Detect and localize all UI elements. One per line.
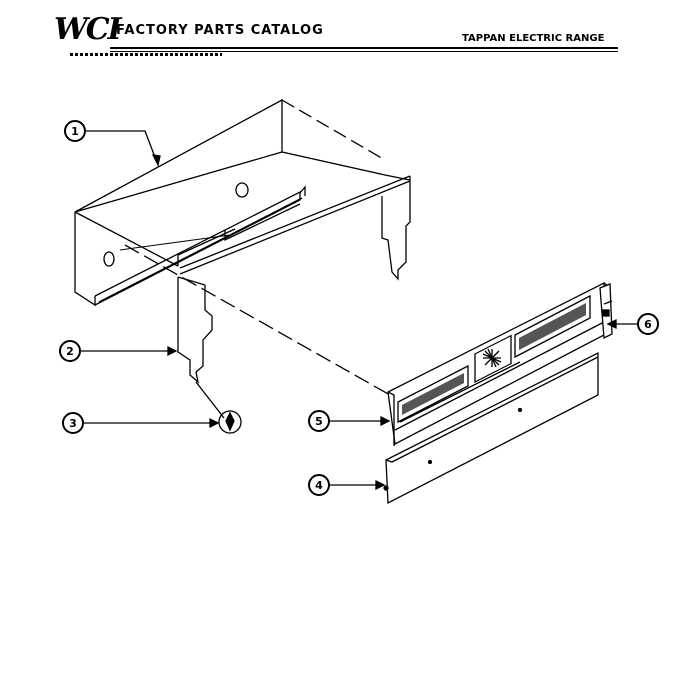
callout-number: 5 <box>315 415 323 428</box>
callout-number: 4 <box>315 479 323 492</box>
callout-number: 6 <box>644 318 652 331</box>
callout-leaders <box>81 130 637 491</box>
callout-number: 1 <box>71 125 79 138</box>
header-subline <box>70 53 222 56</box>
part-control-panel <box>387 281 611 446</box>
header-rule <box>110 47 618 49</box>
range-title: TAPPAN ELECTRIC RANGE <box>462 33 605 44</box>
part-housing <box>74 98 411 307</box>
callout-5: 5 <box>308 410 330 432</box>
catalog-title: FACTORY PARTS CATALOG <box>116 23 324 38</box>
callout-2: 2 <box>59 340 81 362</box>
callout-6: 6 <box>637 313 659 335</box>
header-rule-thin <box>110 51 618 52</box>
callout-markers: 1 2 3 4 5 6 <box>59 120 659 496</box>
part-screw <box>195 381 242 434</box>
callout-4: 4 <box>308 474 330 496</box>
part-side-bracket <box>177 276 213 384</box>
callout-3: 3 <box>62 412 84 434</box>
callout-1: 1 <box>64 120 86 142</box>
part-end-clip <box>599 283 613 340</box>
callout-number: 3 <box>69 417 77 430</box>
part-trim-strip <box>383 351 599 505</box>
callout-number: 2 <box>66 345 74 358</box>
wci-logo: WCI <box>54 12 122 47</box>
